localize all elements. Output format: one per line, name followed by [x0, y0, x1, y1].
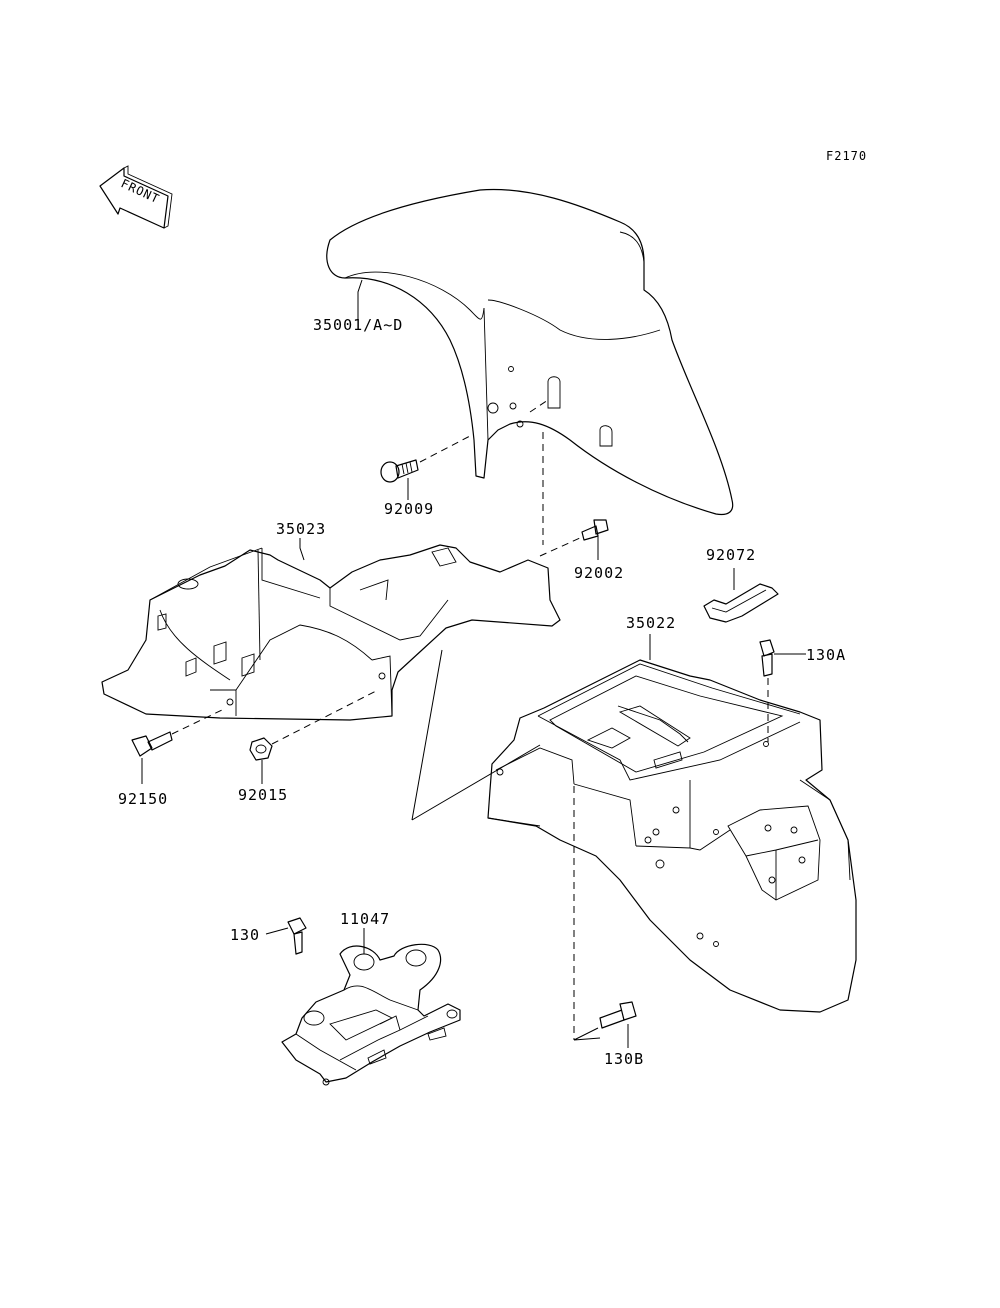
- front-label: FRONT: [119, 176, 162, 206]
- label-92072: 92072: [706, 546, 756, 564]
- label-92009: 92009: [384, 500, 434, 518]
- front-arrow-icon: FRONT: [99, 165, 173, 229]
- leader-35023: [299, 538, 305, 561]
- bolt-92009-icon: [380, 459, 419, 483]
- label-35001: 35001/A~D: [313, 316, 403, 334]
- rear-fender-front: [101, 544, 561, 721]
- label-35022: 35022: [626, 614, 676, 632]
- label-130: 130: [230, 926, 260, 944]
- leader-35001: [357, 279, 363, 322]
- bracket-11047: [281, 943, 461, 1086]
- label-92150: 92150: [118, 790, 168, 808]
- nut-92015-icon: [249, 737, 273, 761]
- guide-lines-130b: [573, 1027, 601, 1041]
- label-92002: 92002: [574, 564, 624, 582]
- figure-code: F2170: [826, 149, 867, 163]
- label-92015: 92015: [238, 786, 288, 804]
- bolt-130a-icon: [759, 639, 775, 677]
- label-11047: 11047: [340, 910, 390, 928]
- dash-92009: [419, 435, 471, 463]
- dash-92002: [539, 537, 581, 557]
- bolt-92150-icon: [131, 731, 173, 757]
- dash-92015: [271, 689, 379, 745]
- front-fender: [326, 188, 734, 516]
- bolt-130-icon: [287, 917, 307, 955]
- bolt-130b-icon: [599, 1001, 637, 1029]
- battery-band-icon: [703, 583, 779, 623]
- label-130a: 130A: [806, 646, 846, 664]
- bolt-92002-icon: [581, 519, 609, 541]
- dash-92150: [171, 709, 223, 735]
- guide-lines-35023: [411, 649, 541, 821]
- leader-130: [265, 927, 289, 935]
- label-130b: 130B: [604, 1050, 644, 1068]
- rear-fender: [487, 659, 857, 1013]
- label-35023: 35023: [276, 520, 326, 538]
